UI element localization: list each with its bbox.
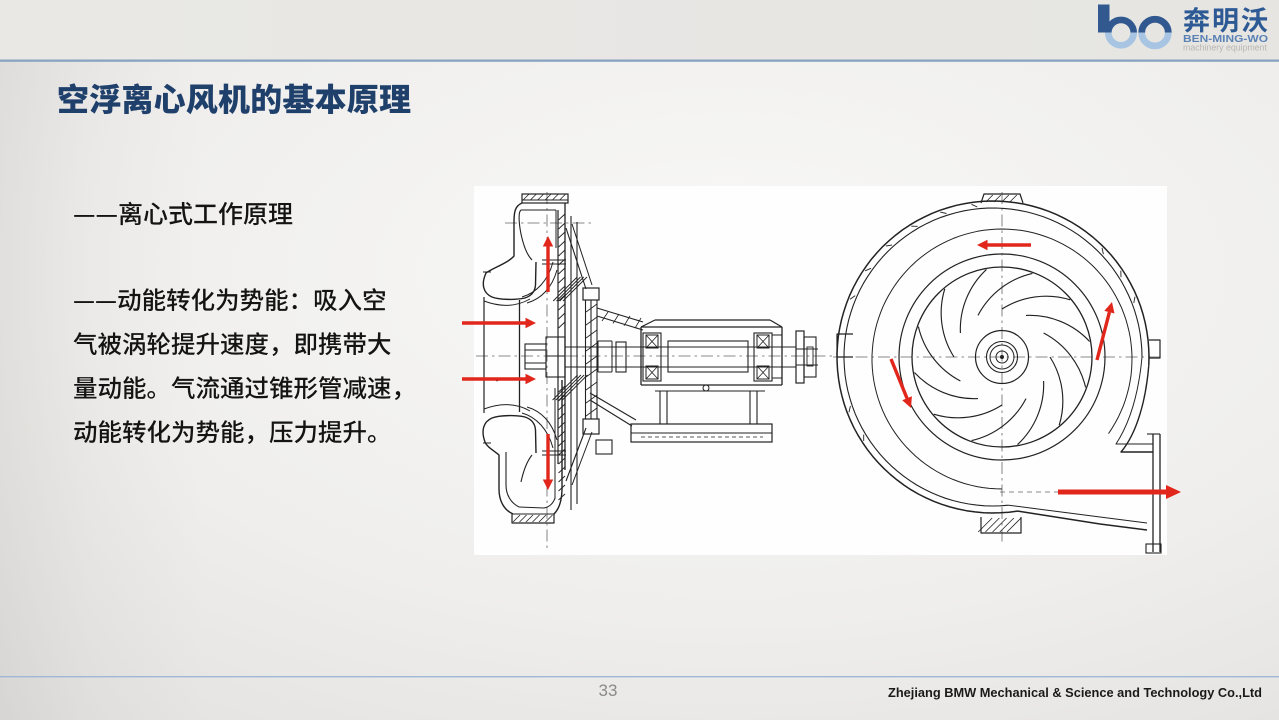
svg-text:BEN-MING-WO: BEN-MING-WO (1183, 33, 1268, 45)
svg-text:Zhejiang BMW Mechanical & Scie: Zhejiang BMW Mechanical & Science and Te… (888, 685, 1262, 700)
svg-text:machinery equipment: machinery equipment (1183, 43, 1267, 53)
svg-text:33: 33 (599, 681, 618, 700)
